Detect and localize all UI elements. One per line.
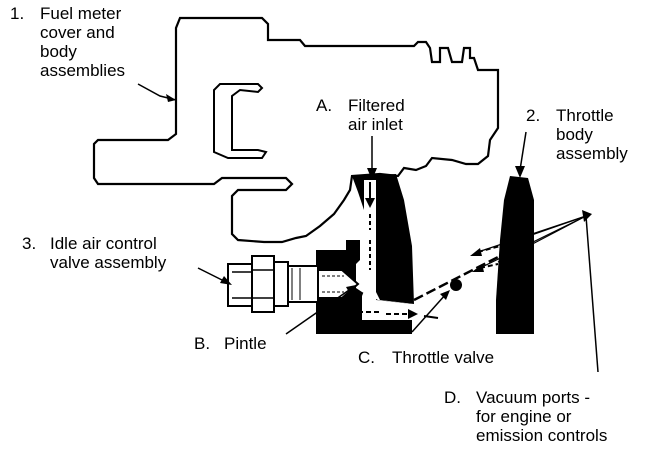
fuel-meter-inner-cavity: [213, 83, 268, 159]
leader-pintle: [285, 287, 353, 335]
throttle-body-right-wall: [496, 176, 534, 334]
air-passage: [362, 180, 412, 320]
leader-throttle-body: [519, 131, 527, 171]
leader-vacuum-ports: [585, 215, 599, 373]
throttle-valve-plate: [413, 254, 501, 302]
leader-throttle-valve: [411, 293, 447, 333]
throttle-valve-shaft: [450, 279, 462, 291]
iac-hex-nut: [251, 255, 275, 313]
iac-barrel: [287, 265, 319, 303]
iac-collar: [273, 261, 289, 307]
fuel-meter-cover-outline: [92, 16, 500, 244]
throttle-body-left-wall: [352, 174, 414, 304]
